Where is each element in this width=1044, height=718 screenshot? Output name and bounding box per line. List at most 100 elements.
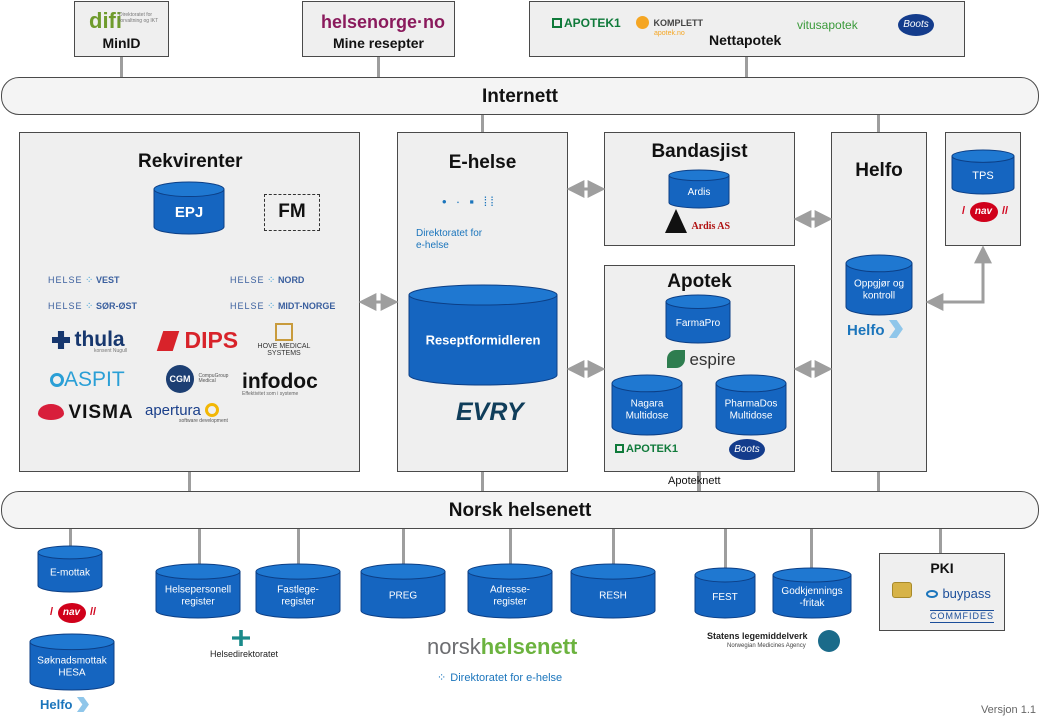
tps-nav-slash-left: / bbox=[962, 205, 966, 217]
buypass-text: buypass bbox=[942, 586, 991, 601]
norsk-helsenett-logo-a: norsk bbox=[427, 634, 481, 659]
helfo-logo: Helfo bbox=[847, 320, 903, 339]
helse-midtnorge-word: HELSE bbox=[230, 301, 265, 311]
dir-ehelse-bottom-text: Direktoratet for e-helse bbox=[450, 672, 563, 684]
norsk-helsenett-logo: norskhelsenett bbox=[427, 636, 577, 658]
rekvirenter-box: Rekvirenter FM HELSE ⁘ VEST HELSE ⁘ SØR-… bbox=[19, 132, 360, 472]
helsedirektoratet-text: Helsedirektoratet bbox=[210, 649, 279, 659]
bottom-nav-slash-right: // bbox=[89, 606, 97, 618]
helsedirektoratet-icon bbox=[232, 630, 250, 646]
bandasjist-box: Bandasjist Ardis AS bbox=[604, 132, 795, 246]
helfo-logo-text: Helfo bbox=[847, 322, 885, 339]
cgm-logo: CGM CompuGroup Medical bbox=[166, 365, 229, 393]
helse-nord-logo: HELSE ⁘ NORD bbox=[230, 276, 304, 286]
resh-db-body bbox=[570, 571, 656, 619]
dir-ehelse-dots-icon: • ∙ ▪ ⁞⁞ bbox=[442, 194, 497, 209]
connector-helfo-helsenett bbox=[877, 471, 880, 493]
resh-db-label-1: RESH bbox=[599, 590, 627, 601]
apotek-apotek1-logo: APOTEK1 bbox=[615, 444, 678, 455]
ehelse-title: E-helse bbox=[448, 152, 517, 173]
tps-nav-text: nav bbox=[969, 202, 998, 222]
connector-preg bbox=[402, 529, 405, 567]
cgm-sub: CompuGroup Medical bbox=[198, 373, 229, 384]
cgm-circle-icon: CGM bbox=[166, 365, 194, 393]
helse-sorost-logo: HELSE ⁘ SØR-ØST bbox=[48, 302, 137, 312]
slv-line1: Statens legemiddelverk bbox=[707, 631, 808, 641]
helse-sorost-region: SØR-ØST bbox=[95, 301, 137, 311]
rekvirenter-title: Rekvirenter bbox=[138, 151, 243, 172]
connector-fest bbox=[724, 529, 727, 571]
fm-box: FM bbox=[264, 194, 320, 231]
infodoc-logo: infodoc Effektivitet som i systeme bbox=[242, 371, 318, 397]
helse-vest-logo: HELSE ⁘ VEST bbox=[48, 276, 119, 286]
connector-helfo-internet bbox=[877, 113, 880, 133]
dir-ehelse-line2: e-helse bbox=[416, 240, 449, 251]
aspit-ring-icon bbox=[50, 373, 64, 387]
connector-emottak bbox=[69, 529, 72, 549]
infodoc-text: infodoc bbox=[242, 370, 318, 393]
bottom-nav-slash-left: / bbox=[50, 606, 54, 618]
dips-logo: DIPS bbox=[156, 329, 238, 352]
preg-db: PREG bbox=[360, 563, 446, 619]
emottak-db-body bbox=[37, 551, 103, 593]
helsenorge-logo-suffix: no bbox=[423, 12, 446, 32]
komplett-dot-icon bbox=[636, 16, 649, 29]
helse-nord-dots-icon: ⁘ bbox=[267, 275, 276, 286]
preg-db-label-1: PREG bbox=[389, 590, 418, 601]
hove-line2: SYSTEMS bbox=[267, 350, 301, 357]
helsepersonellregister-db-label-1: Helsepersonell bbox=[165, 584, 231, 595]
apertura-sub: software development bbox=[179, 418, 228, 424]
helsenett-bus: Norsk helsenett bbox=[1, 491, 1039, 529]
pki-box: PKI buypass COMMFIDES bbox=[879, 553, 1005, 631]
apotek1-cross-icon bbox=[552, 18, 562, 28]
difi-logo-sub: Direktoratet for forvaltning og IKT bbox=[119, 12, 159, 24]
dir-ehelse-line1: Direktoratet for bbox=[416, 228, 483, 239]
adresseregister-db: Adresse-register bbox=[467, 563, 553, 619]
minid-box: difi Direktoratet for forvaltning og IKT… bbox=[74, 1, 169, 57]
pki-title: PKI bbox=[930, 560, 954, 576]
nettapotek-label: Nettapotek bbox=[709, 32, 782, 48]
bottom-nav-text: nav bbox=[57, 603, 86, 623]
fest-db: FEST bbox=[694, 567, 756, 619]
mine-resepter-label: Mine resepter bbox=[332, 35, 425, 51]
apotek-title: Apotek bbox=[667, 271, 732, 292]
bottom-nav-logo: / nav // bbox=[50, 603, 96, 623]
internet-bus: Internett bbox=[1, 77, 1039, 115]
godkjenningsfritak-db-body bbox=[772, 574, 852, 619]
commfides-logo: COMMFIDES bbox=[930, 610, 994, 623]
thula-sub: konsent Nugull bbox=[94, 348, 128, 354]
helsedirektoratet-logo: Helsedirektoratet bbox=[210, 630, 278, 659]
version-label: Versjon 1.1 bbox=[980, 704, 1036, 716]
helfo-box: Helfo Helfo bbox=[831, 132, 927, 472]
slv-line2: Norwegian Medicines Agency bbox=[727, 643, 806, 649]
infodoc-sub: Effektivitet som i systeme bbox=[242, 391, 299, 397]
connector-nettapotek bbox=[745, 56, 748, 78]
helse-midtnorge-logo: HELSE ⁘ MIDT-NORGE bbox=[230, 302, 335, 312]
tps-nav-logo: / nav // bbox=[962, 202, 1008, 222]
hove-logo: HOVE MEDICAL SYSTEMS bbox=[250, 323, 318, 357]
apotek-box: Apotek espire APOTEK1 Boots bbox=[604, 265, 795, 472]
dir-ehelse-bottom-logo: ⁘ Direktoratet for e-helse bbox=[437, 673, 562, 684]
emottak-db: E-mottak bbox=[37, 545, 103, 593]
apotek-boots-logo: Boots bbox=[729, 439, 765, 460]
emottak-db-label-1: E-mottak bbox=[50, 568, 91, 579]
vitusapotek-logo: vitusapotek bbox=[797, 18, 858, 32]
helsepersonellregister-db-body bbox=[155, 571, 241, 619]
thula-logo: thula konsent Nugull bbox=[52, 329, 127, 354]
preg-db-body bbox=[360, 571, 446, 619]
godkjenningsfritak-db-label-2: -fritak bbox=[800, 598, 826, 609]
adresseregister-db-label-2: register bbox=[493, 596, 527, 607]
connector-apotek-helsenett bbox=[697, 471, 701, 493]
arrow-helfo-tps bbox=[925, 245, 992, 311]
apotek-apotek1-text: APOTEK bbox=[626, 443, 672, 455]
hove-square-icon bbox=[275, 323, 293, 341]
aspit-text: ASPIT bbox=[64, 368, 125, 391]
apotek1-logo: APOTEK1 bbox=[552, 17, 621, 29]
ardis-logo: Ardis AS bbox=[665, 209, 730, 233]
dir-ehelse-bottom-dots-icon: ⁘ bbox=[437, 672, 448, 684]
nettapotek-box: APOTEK1 KOMPLETT apotek.no vitusapotek B… bbox=[529, 1, 965, 57]
buypass-swoosh-icon bbox=[926, 590, 938, 598]
godkjenningsfritak-db-label-1: Godkjennings bbox=[781, 586, 842, 597]
ardis-triangle-icon bbox=[665, 209, 687, 233]
